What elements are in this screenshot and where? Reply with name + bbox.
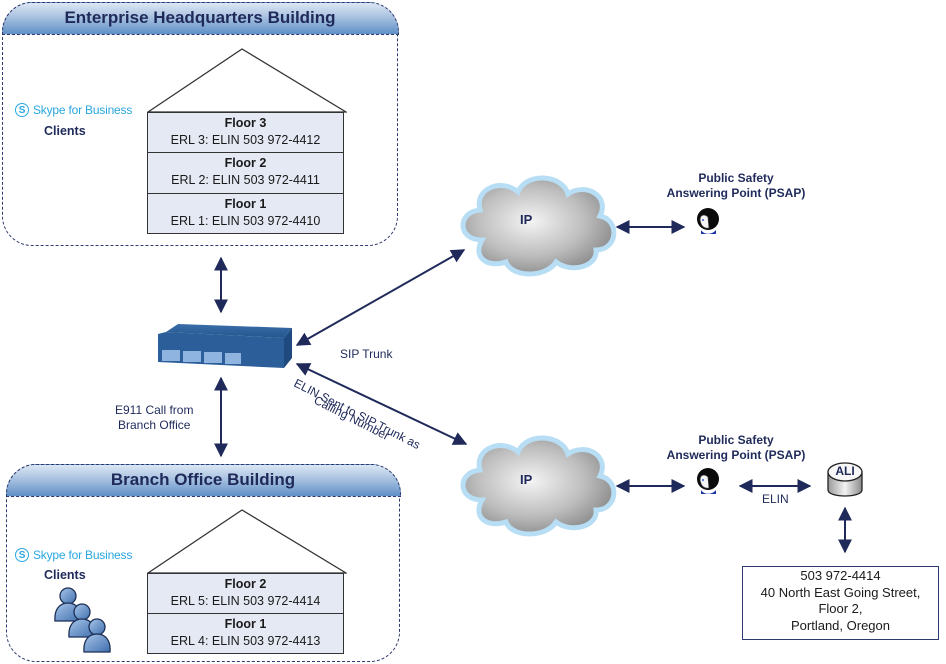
hq-floor: Floor 2 ERL 2: ELIN 503 972-4411: [147, 152, 344, 194]
psap-line1: Public Safety: [698, 433, 774, 447]
operator-icon: [696, 467, 720, 495]
floor-name: Floor 2: [224, 577, 267, 591]
floor-erl: ERL 3: ELIN 503 972-4412: [170, 133, 321, 147]
psap-line2: Answering Point (PSAP): [666, 186, 806, 200]
floor-name: Floor 1: [224, 617, 267, 631]
floor-erl: ERL 4: ELIN 503 972-4413: [170, 634, 321, 648]
hq-roof: [147, 48, 347, 113]
floor-name: Floor 1: [224, 197, 267, 211]
brand-label: Skype for Business: [33, 548, 133, 562]
psap-label: Public Safety Answering Point (PSAP): [636, 171, 836, 201]
elin-sent-arrow: [295, 363, 468, 445]
e911-call-line1: E911 Call from: [115, 403, 194, 417]
floor-erl: ERL 2: ELIN 503 972-4411: [171, 173, 320, 187]
cloud-icon: [463, 438, 614, 534]
clients-icon: [54, 587, 111, 653]
ali-record-line: Portland, Oregon: [790, 617, 890, 633]
operator-icon: [696, 207, 720, 235]
hq-building-title: Enterprise Headquarters Building: [1, 1, 399, 35]
branch-floor: Floor 1 ERL 4: ELIN 503 972-4413: [147, 613, 344, 654]
clients-label: Clients: [44, 124, 86, 138]
branch-floor: Floor 2 ERL 5: ELIN 503 972-4414: [147, 573, 344, 614]
ali-record-line: 40 North East Going Street,: [760, 584, 921, 600]
floor-name: Floor 3: [224, 116, 267, 130]
ali-label: ALI: [835, 464, 855, 478]
brand-label: Skype for Business: [33, 103, 133, 117]
psap-label: Public Safety Answering Point (PSAP): [636, 433, 836, 463]
psap-line2: Answering Point (PSAP): [666, 448, 806, 462]
floor-name: Floor 2: [224, 156, 267, 170]
ali-record-line: 503 972-4414: [800, 568, 881, 583]
hq-floor: Floor 3 ERL 3: ELIN 503 972-4412: [147, 112, 344, 153]
hq-floor: Floor 1 ERL 1: ELIN 503 972-4410: [147, 193, 344, 234]
branch-roof: [147, 509, 347, 574]
e911-call-line2: Branch Office: [118, 418, 191, 432]
sip-trunk-arrow: [295, 249, 466, 346]
ali-record-line: Floor 2,: [818, 601, 863, 616]
ali-record-box: 503 972-4414 40 North East Going Street,…: [742, 566, 939, 640]
skype-for-business-logo: S Skype for Business: [15, 548, 132, 562]
cloud-label: IP: [520, 212, 533, 227]
clients-label: Clients: [44, 568, 86, 582]
cloud-icon: [463, 178, 614, 274]
sip-trunk-label: SIP Trunk: [340, 347, 393, 361]
elin-label: ELIN: [762, 492, 789, 506]
branch-building-title: Branch Office Building: [5, 463, 401, 497]
database-icon: [827, 462, 863, 497]
skype-for-business-logo: S Skype for Business: [15, 103, 132, 117]
skype-s-icon: S: [15, 548, 29, 562]
cloud-label: IP: [520, 472, 533, 487]
psap-line1: Public Safety: [698, 171, 774, 185]
e911-call-label: E911 Call from Branch Office: [115, 403, 193, 433]
skype-s-icon: S: [15, 103, 29, 117]
sbc-device-icon: [158, 324, 292, 368]
floor-erl: ERL 5: ELIN 503 972-4414: [170, 594, 321, 608]
floor-erl: ERL 1: ELIN 503 972-4410: [170, 214, 321, 228]
